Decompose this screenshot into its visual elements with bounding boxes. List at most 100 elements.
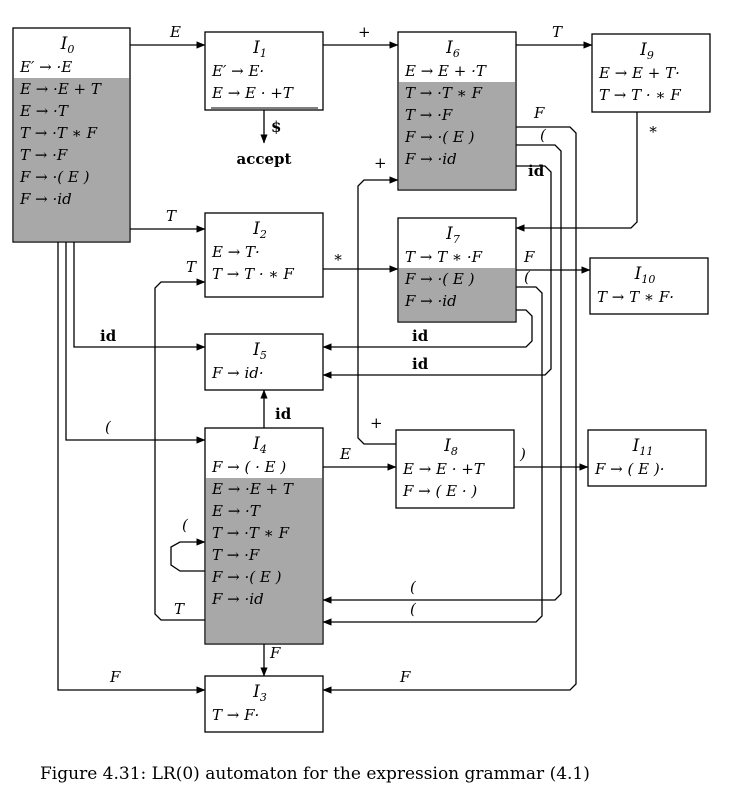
transition-arrow-i6-i4- [322,144,562,604]
state-box [204,212,324,298]
state-i0: I0E′ → ·EE → ·E + TE → ·TT → ·T ∗ FT → ·… [12,27,131,243]
state-title: I1 [252,38,267,60]
transition-label: id [275,405,292,423]
transition-label: F [523,248,535,266]
state-box [589,257,709,315]
state-i1: I1 E′ → E· E → E · +T [204,31,324,111]
state-i2: I2 E → T· T → T · ∗ F [204,212,324,298]
transition-label: + [374,154,387,172]
closure-shading [398,82,516,190]
transition-label: ( [182,516,189,534]
lr-item: T → T · ∗ F [599,86,681,104]
closure-shading [398,268,516,322]
transition-arrow-i8-i6- [357,176,399,445]
state-title: I0 [60,34,75,56]
transition-label: id [528,162,545,180]
transition-label: ∗ [333,248,343,266]
transition-arrow-i4-i2-t [154,278,206,621]
state-box [204,333,324,391]
lr-item: E → T· [211,243,260,261]
lr-item: T → ·T ∗ F [405,84,483,102]
state-box [591,33,711,113]
lr-item: F → ( E · ) [402,482,477,500]
lr-item: E → ·T [211,502,261,520]
state-i6: I6E → E + ·TT → ·T ∗ FT → ·FF → ·( E )F … [397,31,517,191]
lr-item: F → ·( E ) [404,270,475,288]
transition-label: id [412,355,429,373]
state-i3: I3T → F· [204,675,324,733]
transition-label: id [100,327,117,345]
lr-item: F → id· [211,364,264,382]
lr-item: E → ·E + T [211,480,294,498]
state-i5: I5 F → id· [204,333,324,391]
state-title: I2 [252,219,267,241]
transition-arrow-i0-i3-f [57,242,206,694]
state-i11: I11 F → ( E )· [587,429,707,487]
state-title: I11 [632,436,654,458]
transition-label: T [552,23,563,41]
lr-item: E → ·T [19,102,69,120]
lr-item: T → T · ∗ F [212,265,294,283]
transition-label: + [358,23,371,41]
closure-shading [13,78,130,242]
closure-shading [205,478,323,644]
transition-label: ( [524,268,531,286]
state-box [204,31,324,111]
lr-item: F → ( E )· [594,460,664,478]
transition-arrow-i4-i4- [170,538,206,572]
transition-label: E [339,445,351,463]
lr-item: F → ·( E ) [404,128,475,146]
transition-label: F [533,104,545,122]
state-i7: I7 T → T ∗ ·F F → ·( E ) F → ·id [397,217,517,323]
state-box [204,675,324,733]
transition-label: T [186,258,197,276]
lr-item: T → ·F [212,546,260,564]
lr-item: F → ·id [404,150,457,168]
lr-item: F → ·id [404,292,457,310]
lr-item: T → T ∗ F· [597,288,674,306]
lr-item: F → ·( E ) [19,168,90,186]
state-title: I9 [639,40,654,62]
transition-label: + [370,414,383,432]
lr-item: F → ·( E ) [211,568,282,586]
lr-item: E′ → E· [211,62,264,80]
transition-label: T [174,600,185,618]
lr-item: T → ·T ∗ F [20,124,98,142]
state-i8: I8E → E · +TF → ( E · ) [395,429,515,509]
state-title: I3 [252,682,267,704]
state-i4: I4 F → ( · E ) E → ·E + T E → ·T T → ·T ∗ F T… [204,427,324,645]
transition-label: ) [519,445,526,463]
state-i10: I10 T → T ∗ F· [589,257,709,315]
state-title: I5 [252,340,267,362]
lr-item: E → ·E + T [19,80,102,98]
lr-item: T → ·F [405,106,453,124]
state-title: I7 [445,224,460,246]
lr-item: T → T ∗ ·F [405,248,483,266]
transition-label: ( [105,418,112,436]
state-title: I10 [634,264,656,286]
lr-item: E → E · +T [402,460,485,478]
transition-arrow-i7-i5-id [322,309,533,351]
transition-arrow-i6-i3-f [322,126,577,694]
transition-label: ∗ [648,120,658,138]
state-title: I4 [252,434,267,456]
lr-item: E → E · +T [211,84,294,102]
accept-node: accept [237,150,292,168]
transition-label: F [109,668,121,686]
transition-label: T [166,207,177,225]
transition-label: ( [410,600,417,618]
state-title: I6 [445,38,460,60]
transition-arrow-i0-i5-id [73,242,206,351]
figure-caption: Figure 4.31: LR(0) automaton for the exp… [40,764,590,784]
lr-item: F → ( · E ) [211,458,286,476]
lr-item: T → ·T ∗ F [212,524,290,542]
state-box [395,429,515,509]
state-box [587,429,707,487]
accept-edge-label: $ [271,118,281,136]
transition-label: F [269,644,281,662]
lr-item: F → ·id [19,190,72,208]
transition-label: F [399,668,411,686]
transition-label: ( [410,578,417,596]
state-i9: I9E → E + T·T → T · ∗ F [591,33,711,113]
